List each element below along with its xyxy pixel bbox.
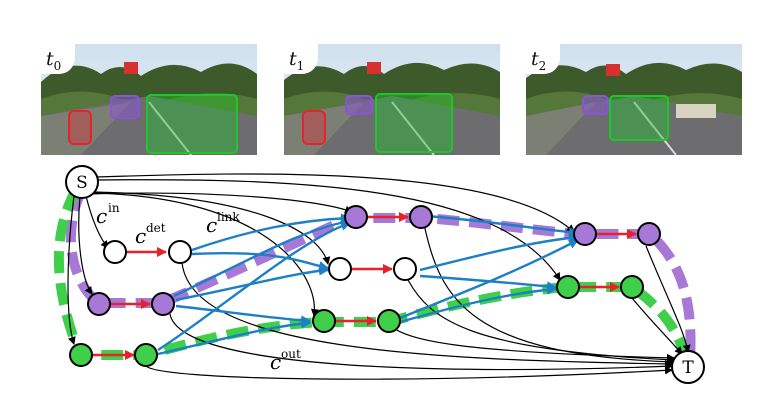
green-node-out	[620, 275, 644, 299]
svg-text:link: link	[217, 210, 240, 224]
svg-text:det: det	[146, 221, 166, 235]
green-node-in	[312, 309, 336, 333]
source-node: S	[65, 165, 99, 199]
cost-label-out: c out	[270, 347, 301, 374]
cost-label-link: c link	[206, 210, 240, 237]
svg-text:c: c	[206, 213, 217, 237]
green-track-path	[53, 187, 691, 362]
detection-node-in	[328, 257, 352, 281]
svg-text:T: T	[682, 358, 694, 378]
detection-edges	[93, 212, 637, 360]
svg-text:in: in	[108, 201, 120, 215]
svg-text:S: S	[76, 173, 88, 193]
green-node-in	[69, 343, 93, 367]
svg-text:c: c	[96, 204, 107, 228]
detection-node-out	[393, 257, 417, 281]
cost-label-det: c det	[135, 221, 166, 248]
svg-text:out: out	[281, 347, 301, 361]
purple-node-in	[344, 205, 368, 229]
link-edges	[157, 213, 579, 356]
time-label-t2: t2	[526, 44, 560, 74]
green-node-in	[556, 275, 580, 299]
green-node-out	[134, 343, 158, 367]
green-node-out	[377, 309, 401, 333]
purple-node-in	[573, 222, 597, 246]
svg-text:c: c	[135, 224, 146, 248]
purple-node-in	[87, 292, 111, 316]
time-label-t1: t1	[284, 44, 318, 74]
cost-label-in: c in	[96, 201, 120, 228]
svg-text:c: c	[270, 350, 281, 374]
purple-track-path	[66, 187, 696, 361]
time-label-t0: t0	[41, 44, 75, 74]
purple-node-out	[151, 292, 175, 316]
purple-node-out	[637, 222, 661, 246]
detection-node-out	[168, 240, 192, 264]
sink-node: T	[671, 350, 705, 384]
detection-node-in	[103, 240, 127, 264]
purple-node-out	[409, 205, 433, 229]
graph-nodes	[69, 205, 661, 367]
